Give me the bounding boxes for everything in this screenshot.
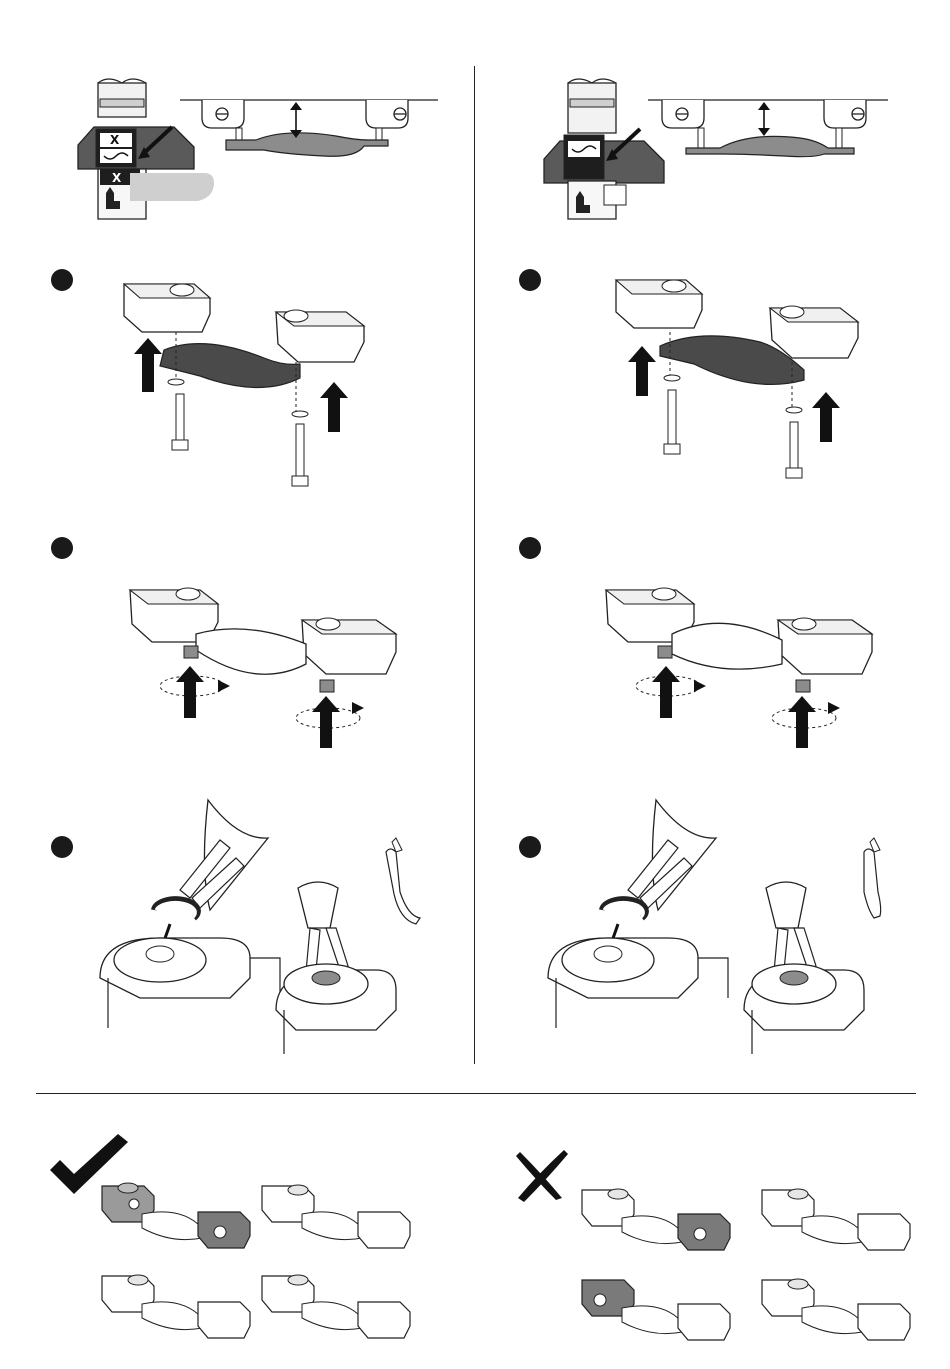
left-step-3-clip-removal-illustration [100,798,440,1058]
right-step-3-marker [519,836,541,858]
correct-example-1 [102,1183,250,1248]
gauge-symbol-x-lower: X [112,171,122,185]
left-step-1-explode-illustration [120,272,380,492]
left-step-2-marker [51,537,73,559]
right-step-3-clip-removal-illustration [548,798,888,1058]
section-divider [36,1093,916,1094]
left-bar-height-illustration [180,98,440,168]
right-step-2-assembled-illustration [602,580,892,750]
left-step-1-marker [51,269,73,291]
incorrect-example-1 [582,1189,730,1250]
incorrect-example-3 [582,1280,730,1340]
correct-example-2 [262,1185,410,1248]
correct-orientation-examples [98,1178,418,1363]
right-step-2-marker [519,537,541,559]
right-bar-height-illustration [648,98,898,168]
right-step-1-explode-illustration [612,272,872,492]
gauge-symbol-x: X [110,133,120,147]
right-step-1-marker [519,269,541,291]
correct-example-4 [262,1275,410,1338]
incorrect-example-2 [762,1189,910,1250]
incorrect-orientation-examples [578,1184,918,1364]
cross-mark-icon [514,1148,570,1202]
column-divider [474,66,475,1064]
correct-example-3 [102,1275,250,1338]
left-step-2-assembled-illustration [126,580,416,750]
left-step-3-marker [51,836,73,858]
incorrect-example-4 [762,1279,910,1340]
